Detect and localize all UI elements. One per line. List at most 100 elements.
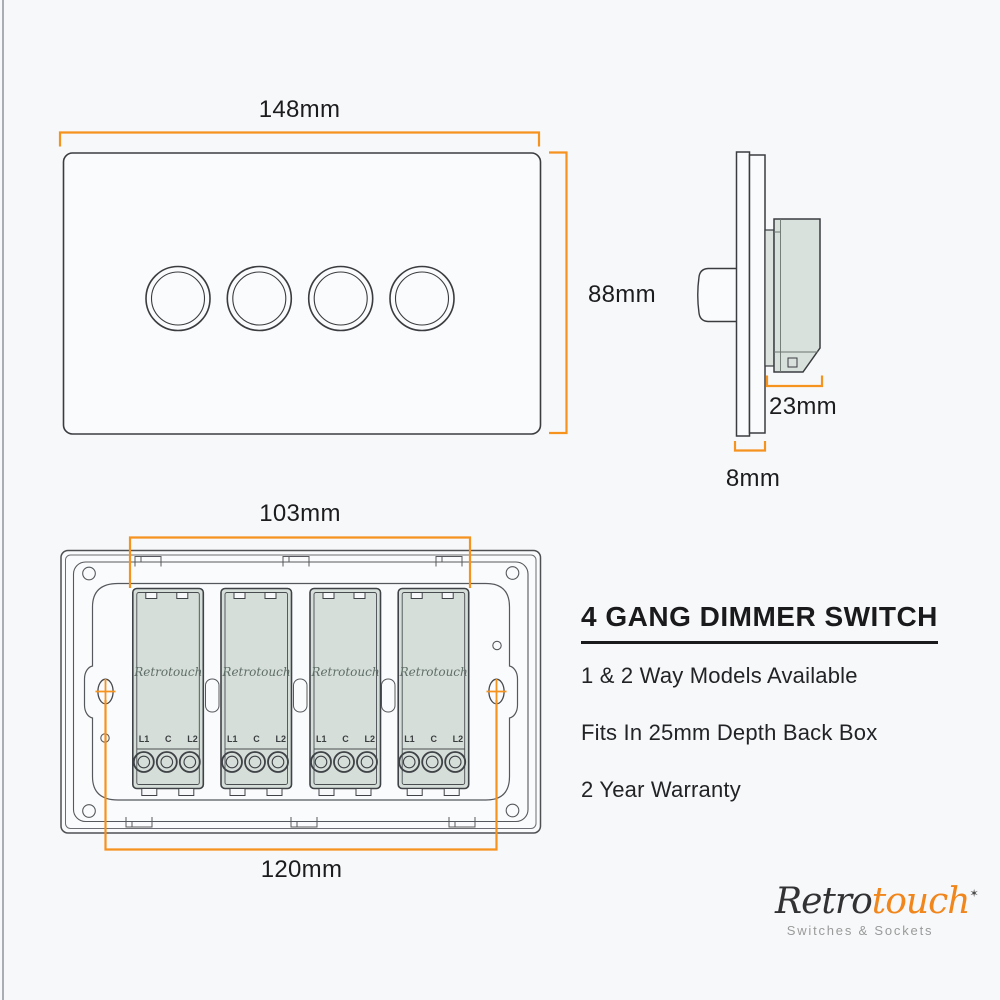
module-top-notch [322,592,335,599]
module-inner-outline [401,592,466,785]
back-inner-border [65,554,537,829]
terminal-screw [132,751,155,773]
screw-hole-bottom-right [505,803,520,818]
module-top-notch [264,592,277,599]
page-edge-line [2,0,4,1000]
terminal-label-l2: L2 [364,734,375,744]
terminal-screw-inner [337,755,351,769]
plate-slot-1 [205,678,220,713]
module-top-notch [353,592,366,599]
screw-hole-bottom-left [82,804,96,818]
terminal-screw-inner [160,755,174,769]
clip-bottom-3 [448,817,476,828]
terminal-label-l1: L1 [404,734,415,744]
dimmer-knob-4-inner [394,271,450,326]
module-brand-label: Retrotouch [399,665,468,679]
screw-hole-top-right [505,566,520,580]
clip-top-2 [282,556,310,567]
module-brand-label: Retrotouch [222,665,291,679]
terminal-screw [221,751,243,773]
dimmer-knobs [145,265,455,332]
terminal-screw-inner [360,755,374,769]
dimmer-knob-4-outer [389,265,455,332]
module-top-notch [441,592,454,599]
terminal-label-c: C [430,734,437,744]
terminal-screw [421,751,444,773]
module-foot [229,788,246,796]
module-body [397,587,470,790]
module-body [132,587,205,790]
module-foot [355,788,372,796]
module-body [220,587,293,790]
faceplate-front [62,152,542,435]
dimmer-module-4 [397,587,470,796]
terminal-screw [444,751,467,773]
front-width-label: 148mm [258,96,341,123]
terminal-screw [155,751,178,773]
terminal-screw-inner [314,755,328,769]
clip-bottom-1 [125,817,153,828]
pilot-hole-right [492,640,502,651]
title-underline [581,641,938,644]
terminal-screw-inner [271,755,285,769]
dimmer-knob-2-inner [232,271,287,326]
plate-slot-3 [381,678,396,713]
side-module-depth-label: 23mm [769,393,837,420]
clip-bottom-2 [290,817,318,828]
terminal-label-l2: L2 [275,734,286,744]
dimmer-knob-1-outer [145,265,211,332]
screw-hole-top-left [82,566,96,581]
top-span-dimension-bracket [128,536,472,588]
logo-star-icon: ✶ [969,887,978,900]
module-top-notch [233,592,246,599]
corner-screw-holes [82,566,520,818]
dimmer-module-3 [309,587,382,796]
feature-warranty: 2 Year Warranty [581,777,741,802]
module-inner-outline [224,592,288,785]
front-height-label: 88mm [588,281,656,308]
feature-backbox: Fits In 25mm Depth Back Box [581,720,878,745]
height-dimension-bracket [549,151,568,435]
mounting-plate-outline [83,582,519,801]
width-dimension-bracket [58,131,541,147]
side-module-body [773,218,821,373]
dimmer-knob-1-inner [150,271,206,326]
module-body [309,587,382,790]
mounting-cross-right [486,679,507,704]
dimmer-knob-2-outer [226,265,293,332]
edge-clips [125,556,476,828]
module-foot [141,788,158,796]
terminal-screw-inner [448,755,462,769]
logo-tagline: Switches & Sockets [786,923,934,938]
terminal-screw-inner [137,755,151,769]
dimmer-knob-3-outer [307,265,374,332]
terminal-screw [356,751,378,773]
feature-models: 1 & 2 Way Models Available [581,663,858,688]
terminal-screw-inner [183,755,197,769]
plate-slot-2 [293,678,308,713]
mount-span-dimension-bracket [104,700,498,851]
terminal-labels: L1 C L2 [225,735,288,744]
logo-text-touch: touch [871,881,971,922]
terminal-screw [333,751,355,773]
module-brand-label: Retrotouch [311,665,380,679]
module-foot [266,788,283,796]
module-foot [318,788,335,796]
side-knob [697,267,738,323]
terminal-labels: L1 C L2 [314,735,377,744]
clip-top-1 [134,556,162,567]
terminal-screw-inner [248,755,262,769]
module-inner-outline [313,592,377,785]
terminal-label-c: C [253,734,260,744]
terminal-screw-inner [402,755,416,769]
module-top-notch [145,592,158,599]
module-inner-outline [136,592,200,785]
retrotouch-logo: Retrotouch✶ Switches & Sockets [775,881,979,938]
back-mount-span-label: 120mm [260,856,343,883]
logo-text-retro: Retro [775,881,873,922]
module-foot [178,788,195,796]
terminal-labels: L1 C L2 [402,735,465,744]
module-foot [406,788,423,796]
terminal-screw [267,751,289,773]
